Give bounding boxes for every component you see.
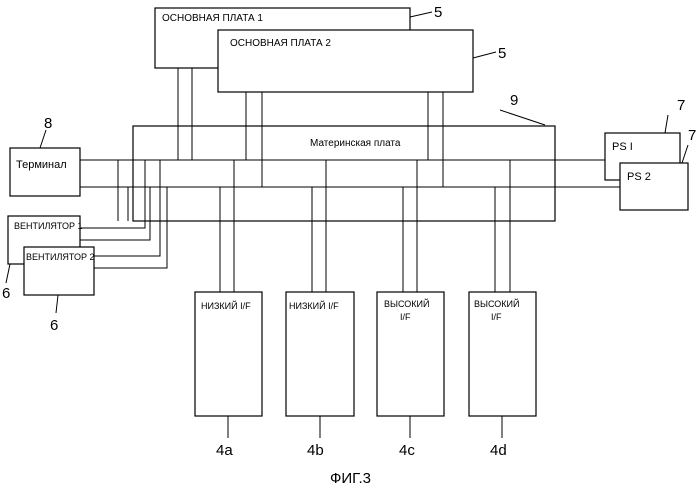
fan1-label: ВЕНТИЛЯТОР 1 bbox=[14, 221, 82, 231]
fan-2: ВЕНТИЛЯТОР 2 bbox=[24, 247, 94, 295]
interface-4b: НИЗКИЙ I/F bbox=[286, 292, 354, 416]
fan2-ref: 6 bbox=[50, 317, 58, 334]
terminal: Терминал bbox=[10, 148, 80, 196]
interface-4c-line1: ВЫСОКИЙ bbox=[384, 298, 429, 309]
main-board-1-ref: 5 bbox=[434, 4, 442, 21]
ps1-ref: 7 bbox=[677, 97, 685, 114]
interface-4d-line2: I/F bbox=[491, 312, 502, 322]
main-board-2-label: ОСНОВНАЯ ПЛАТА 2 bbox=[230, 38, 331, 49]
interface-4a-ref: 4a bbox=[216, 442, 233, 459]
motherboard-label: Материнская плата bbox=[310, 138, 401, 149]
interface-4c-line2: I/F bbox=[400, 312, 411, 322]
interface-4b-line1: НИЗКИЙ I/F bbox=[289, 300, 339, 311]
interface-4a-line1: НИЗКИЙ I/F bbox=[201, 300, 251, 311]
interface-4b-ref: 4b bbox=[307, 442, 324, 459]
fan2-label: ВЕНТИЛЯТОР 2 bbox=[26, 252, 94, 262]
terminal-label: Терминал bbox=[16, 159, 67, 171]
power-supply-2: PS 2 bbox=[620, 163, 688, 210]
ps1-label: PS I bbox=[612, 141, 633, 153]
interface-4d: ВЫСОКИЙ I/F bbox=[469, 292, 536, 416]
main-board-2: ОСНОВНАЯ ПЛАТА 2 bbox=[218, 30, 473, 92]
motherboard-ref: 9 bbox=[510, 92, 518, 109]
interface-4d-line1: ВЫСОКИЙ bbox=[474, 298, 519, 309]
figure-caption: ФИГ.3 bbox=[330, 470, 371, 487]
main-board-2-ref: 5 bbox=[498, 45, 506, 62]
main-board-1-label: ОСНОВНАЯ ПЛАТА 1 bbox=[162, 13, 263, 24]
interface-4d-ref: 4d bbox=[490, 442, 507, 459]
ps2-ref: 7 bbox=[688, 127, 696, 144]
terminal-ref: 8 bbox=[44, 115, 52, 132]
interface-4a: НИЗКИЙ I/F bbox=[195, 292, 262, 416]
interface-4c: ВЫСОКИЙ I/F bbox=[377, 292, 444, 416]
fan1-ref: 6 bbox=[2, 285, 10, 302]
motherboard: Материнская плата bbox=[133, 126, 555, 221]
ps2-label: PS 2 bbox=[627, 171, 651, 183]
interface-4c-ref: 4c bbox=[399, 442, 415, 459]
